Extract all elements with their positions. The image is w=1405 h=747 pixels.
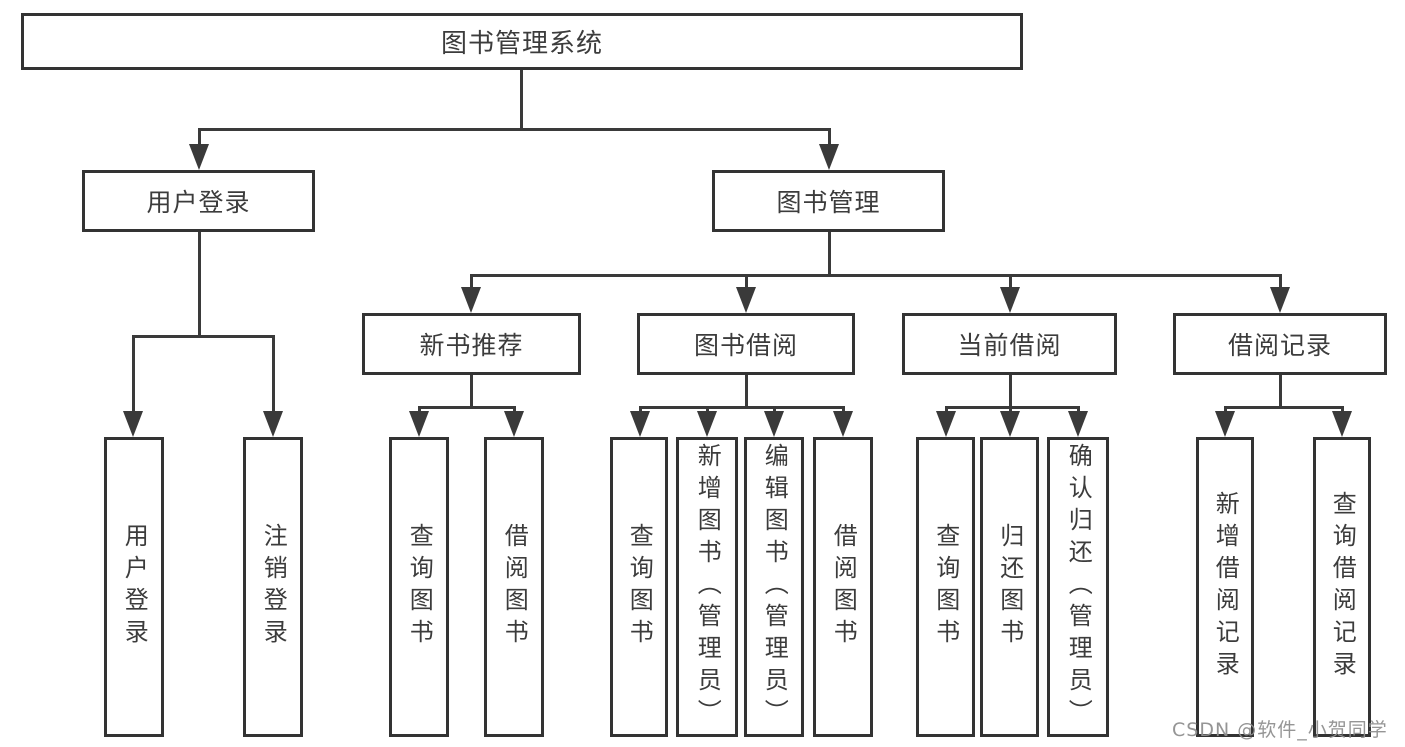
connector-line <box>706 406 709 414</box>
leaf-edit-books-admin: 编辑图书（管理员） <box>744 437 804 737</box>
connector-line <box>198 232 201 335</box>
connector-line <box>132 335 135 415</box>
connector-line <box>1224 406 1343 409</box>
node-root-label: 图书管理系统 <box>440 29 603 59</box>
connector-line <box>945 406 948 414</box>
connector-line <box>1077 406 1080 414</box>
arrowhead-down-icon <box>409 411 429 437</box>
leaf-query-books-recommend-label: 查询图书 <box>405 523 434 651</box>
arrowhead-down-icon <box>263 411 283 437</box>
arrowhead-down-icon <box>1215 411 1235 437</box>
connector-line <box>470 274 473 290</box>
connector-line <box>198 128 201 148</box>
arrowhead-down-icon <box>1000 287 1020 313</box>
leaf-confirm-return-admin: 确认归还（管理员） <box>1047 437 1109 737</box>
connector-line <box>773 406 776 414</box>
connector-line <box>132 335 275 338</box>
connector-line <box>418 406 516 409</box>
node-book-management: 图书管理 <box>712 170 945 232</box>
leaf-add-books-admin: 新增图书（管理员） <box>676 437 738 737</box>
leaf-return-books: 归还图书 <box>980 437 1039 737</box>
leaf-borrow-books-recommend-label: 借阅图书 <box>500 523 529 651</box>
arrowhead-down-icon <box>461 287 481 313</box>
leaf-query-borrow-record-label: 查询借阅记录 <box>1328 491 1357 683</box>
arrowhead-down-icon <box>736 287 756 313</box>
connector-line <box>828 128 831 148</box>
leaf-add-books-admin-label: 新增图书（管理员） <box>693 443 722 731</box>
arrowhead-down-icon <box>630 411 650 437</box>
node-user-login-label: 用户登录 <box>146 188 251 217</box>
connector-line <box>513 406 516 414</box>
connector-line <box>639 406 642 414</box>
arrowhead-down-icon <box>504 411 524 437</box>
leaf-return-books-label: 归还图书 <box>995 523 1024 651</box>
leaf-add-borrow-record-label: 新增借阅记录 <box>1211 491 1240 683</box>
connector-line <box>639 406 844 409</box>
arrowhead-down-icon <box>1000 411 1020 437</box>
arrowhead-down-icon <box>833 411 853 437</box>
leaf-borrow-books-borrow-label: 借阅图书 <box>829 523 858 651</box>
leaf-query-books-current: 查询图书 <box>916 437 975 737</box>
arrowhead-down-icon <box>697 411 717 437</box>
leaf-borrow-books-recommend: 借阅图书 <box>484 437 544 737</box>
leaf-query-books-borrow-label: 查询图书 <box>625 523 654 651</box>
node-user-login: 用户登录 <box>82 170 315 232</box>
arrowhead-down-icon <box>819 144 839 170</box>
connector-line <box>945 406 1079 409</box>
connector-line <box>745 375 748 406</box>
node-current-borrow-label: 当前借阅 <box>957 331 1062 360</box>
node-borrow-records-label: 借阅记录 <box>1227 331 1332 360</box>
connector-line <box>842 406 845 414</box>
connector-line <box>745 274 748 290</box>
leaf-borrow-books-borrow: 借阅图书 <box>813 437 873 737</box>
arrowhead-down-icon <box>123 411 143 437</box>
connector-line <box>1009 406 1012 414</box>
node-current-borrow: 当前借阅 <box>902 313 1117 375</box>
arrowhead-down-icon <box>1270 287 1290 313</box>
arrowhead-down-icon <box>1068 411 1088 437</box>
connector-line <box>198 128 831 131</box>
node-new-book-recommend-label: 新书推荐 <box>419 331 524 360</box>
connector-line <box>470 274 1282 277</box>
arrowhead-down-icon <box>936 411 956 437</box>
leaf-logout-label: 注销登录 <box>259 523 288 651</box>
node-borrow-records: 借阅记录 <box>1173 313 1387 375</box>
arrowhead-down-icon <box>764 411 784 437</box>
leaf-query-books-recommend: 查询图书 <box>389 437 449 737</box>
node-book-borrow-label: 图书借阅 <box>693 331 798 360</box>
leaf-query-borrow-record: 查询借阅记录 <box>1313 437 1371 737</box>
connector-line <box>1279 274 1282 290</box>
leaf-user-login-label: 用户登录 <box>120 523 149 651</box>
csdn-watermark: CSDN @软件_小贺同学 <box>1172 719 1388 741</box>
leaf-query-books-borrow: 查询图书 <box>610 437 668 737</box>
leaf-logout: 注销登录 <box>243 437 303 737</box>
node-root: 图书管理系统 <box>21 13 1023 70</box>
node-new-book-recommend: 新书推荐 <box>362 313 581 375</box>
node-book-borrow: 图书借阅 <box>637 313 855 375</box>
leaf-user-login: 用户登录 <box>104 437 164 737</box>
connector-line <box>520 70 523 128</box>
connector-line <box>1224 406 1227 414</box>
arrowhead-down-icon <box>1332 411 1352 437</box>
connector-line <box>1279 375 1282 406</box>
connector-line <box>272 335 275 415</box>
connector-line <box>1009 274 1012 290</box>
leaf-add-borrow-record: 新增借阅记录 <box>1196 437 1254 737</box>
connector-line <box>418 406 421 414</box>
arrowhead-down-icon <box>189 144 209 170</box>
leaf-edit-books-admin-label: 编辑图书（管理员） <box>760 443 789 731</box>
connector-line <box>470 375 473 406</box>
connector-line <box>1009 375 1012 406</box>
node-book-management-label: 图书管理 <box>776 188 881 217</box>
connector-line <box>1341 406 1344 414</box>
connector-line <box>828 232 831 274</box>
leaf-confirm-return-admin-label: 确认归还（管理员） <box>1064 443 1093 731</box>
leaf-query-books-current-label: 查询图书 <box>931 523 960 651</box>
